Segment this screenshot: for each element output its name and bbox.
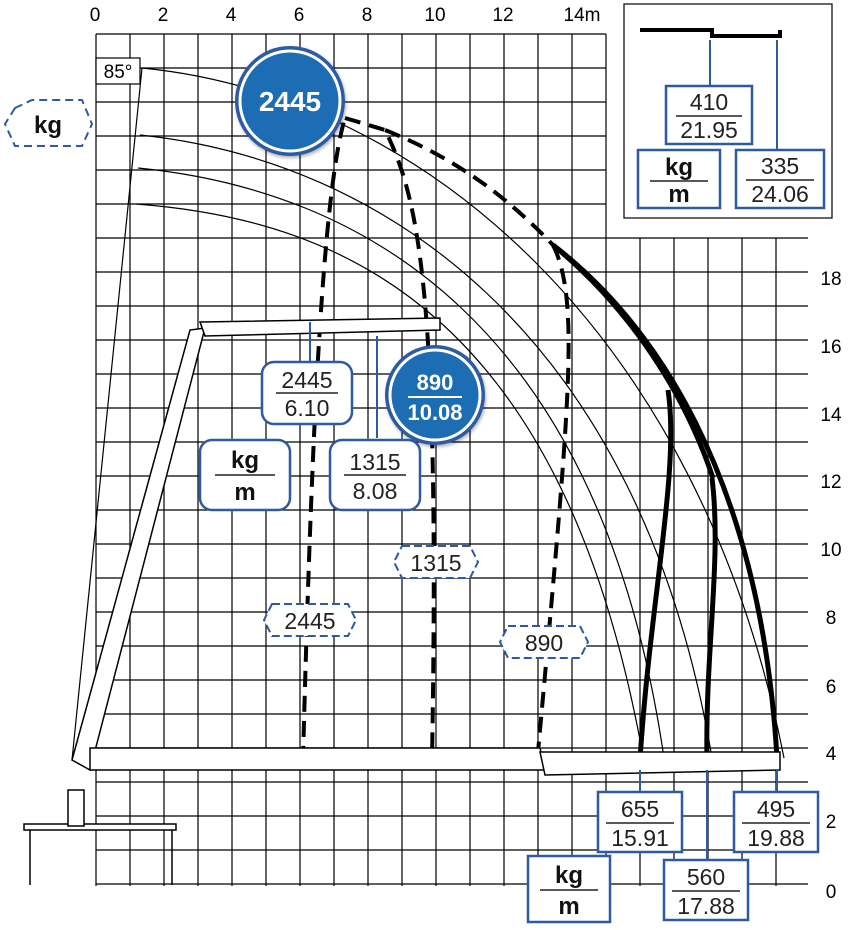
arc-2: [139, 134, 713, 759]
hex-890-label: 890: [525, 630, 563, 656]
inset-unit-kg: kg: [665, 154, 693, 181]
box-kg-m-center: kg m: [198, 438, 292, 512]
crane-base: [23, 823, 177, 831]
bottom-unit-kg: kg: [555, 862, 583, 889]
box-495-1988: 495 19.88: [732, 790, 820, 854]
hex-890: 890: [498, 625, 590, 659]
y-tick-6: 6: [826, 677, 837, 698]
box-2445-610: 2445 6.10: [260, 360, 354, 426]
y-tick-10: 10: [820, 540, 841, 561]
kg-label-left: kg: [34, 112, 62, 139]
box-kg-m-bottom: kg m: [526, 854, 612, 924]
arc-3: [137, 167, 665, 759]
mid-b-m: 8.08: [353, 478, 398, 504]
bottom-unit-m: m: [558, 893, 579, 920]
y-tick-4: 4: [826, 744, 837, 765]
bot-b-kg: 560: [687, 864, 725, 890]
bot-c-kg: 495: [757, 796, 795, 822]
inset-boom: [640, 28, 782, 38]
inset-unit-m: m: [668, 181, 689, 208]
x-tick-2: 2: [158, 5, 169, 26]
hex-2445: 2445: [262, 603, 358, 637]
badge-890: 890 10.08: [385, 345, 485, 445]
x-tick-4: 4: [226, 5, 237, 26]
bot-a-kg: 655: [621, 796, 659, 822]
curve-890: [536, 244, 571, 753]
x-tick-14: 14m: [564, 5, 601, 26]
x-tick-10: 10: [424, 5, 445, 26]
y-tick-12: 12: [820, 472, 841, 493]
inset-box-335: 335 24.06: [734, 148, 826, 210]
boom-bottom-horizontal: [89, 747, 546, 771]
bot-b-m: 17.88: [677, 893, 735, 919]
inset-right-m: 24.06: [751, 181, 809, 207]
box-1315-808: 1315 8.08: [328, 438, 422, 512]
y-tick-18: 18: [820, 269, 841, 290]
badge-top-value: 2445: [259, 86, 321, 117]
hex-1315: 1315: [392, 545, 480, 579]
curve-560: [704, 477, 718, 761]
curve-1315: [344, 116, 436, 761]
kg-hex-left: kg: [3, 99, 94, 147]
box-655-1591: 655 15.91: [596, 790, 684, 854]
angle-line: [71, 67, 143, 761]
mid-b-kg: 1315: [349, 449, 400, 475]
hex-2445-label: 2445: [284, 608, 335, 634]
hex-1315-label: 1315: [410, 550, 461, 576]
angle-label: 85°: [104, 62, 133, 83]
crane-drawing: [23, 317, 781, 885]
curve-2445: [299, 114, 348, 759]
inset-box-410: 410 21.95: [664, 84, 754, 146]
y-tick-0: 0: [826, 882, 837, 903]
jib-tip: [539, 751, 781, 776]
y-tick-8: 8: [826, 608, 837, 629]
x-tick-8: 8: [362, 5, 373, 26]
bot-a-m: 15.91: [611, 825, 669, 851]
y-tick-2: 2: [826, 812, 837, 833]
center-unit-kg: kg: [231, 447, 259, 474]
inset-box-kg-m: kg m: [636, 148, 722, 210]
inset-top-kg: 410: [690, 89, 728, 115]
angle-box: 85°: [95, 57, 141, 85]
crane-column: [67, 789, 85, 827]
x-axis-labels: 0 2 4 6 8 10 12 14m: [90, 5, 601, 26]
boom-inclined: [71, 327, 207, 772]
x-tick-0: 0: [90, 5, 101, 26]
inset-top-m: 21.95: [680, 117, 738, 143]
load-curves-dashed: [299, 114, 571, 761]
load-curves-solid: [551, 243, 780, 761]
mid-a-kg: 2445: [281, 367, 332, 393]
bot-c-m: 19.88: [747, 825, 805, 851]
x-tick-12: 12: [492, 5, 513, 26]
curve-655: [637, 389, 674, 761]
badge-mid-m: 10.08: [407, 400, 462, 425]
x-tick-6: 6: [294, 5, 305, 26]
badge-mid-kg: 890: [417, 370, 454, 395]
y-axis-labels: 18 16 14 12 10 8 6 4 2 0: [820, 269, 842, 903]
center-unit-m: m: [234, 479, 255, 506]
y-tick-14: 14: [820, 405, 842, 426]
badge-2445: 2445: [235, 46, 345, 156]
inset-right-kg: 335: [761, 153, 799, 179]
curve-890-top: [384, 128, 555, 247]
mid-a-m: 6.10: [285, 395, 330, 421]
boom-top-horizontal: [198, 317, 441, 337]
y-tick-16: 16: [820, 337, 841, 358]
curve-main-inner: [551, 243, 716, 479]
box-560-1788: 560 17.88: [662, 858, 750, 922]
